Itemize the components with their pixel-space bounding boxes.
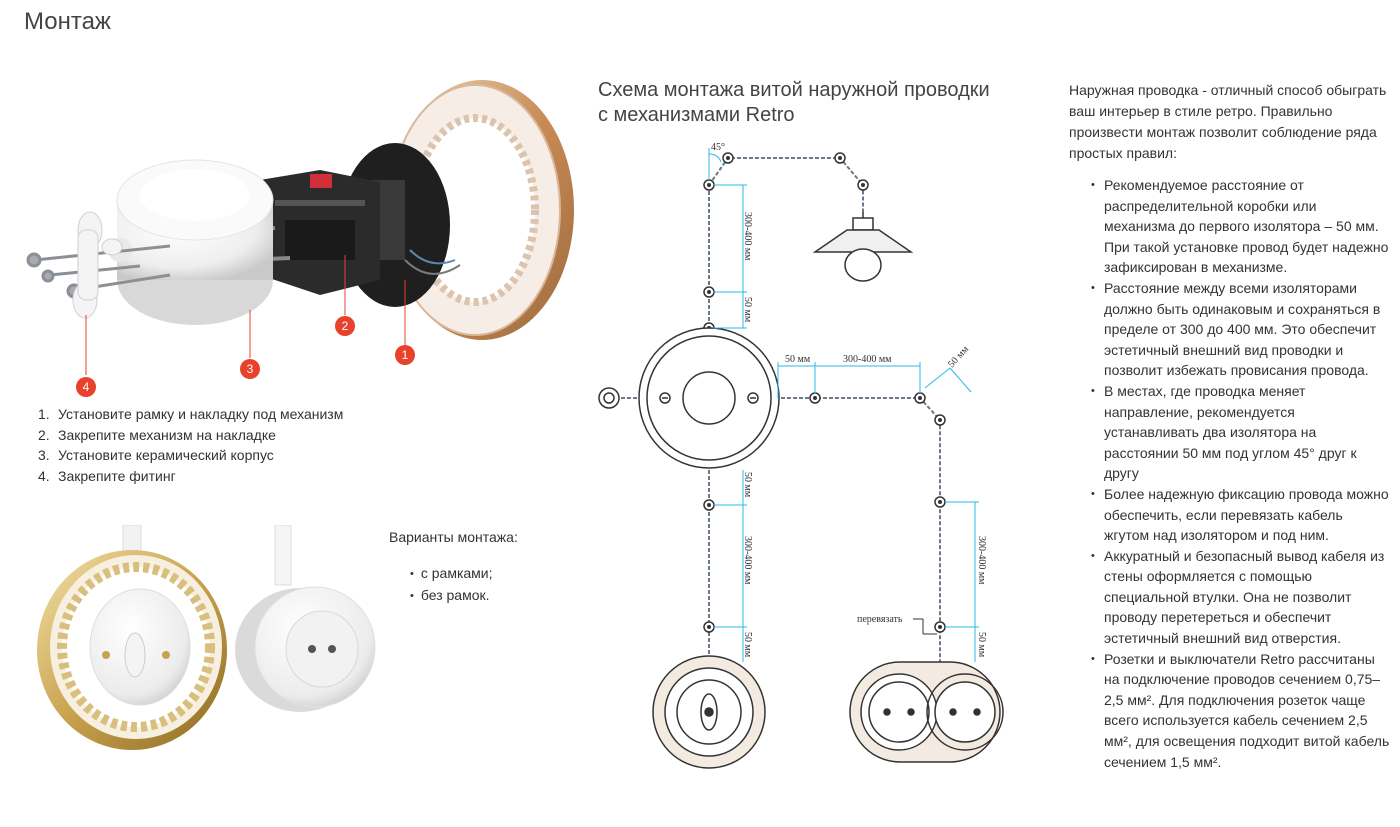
callout-badge-4: 4 (76, 377, 96, 397)
tie-label: перевязать (857, 614, 903, 625)
socket-without-frame (235, 586, 376, 712)
dimension-lines (708, 148, 979, 662)
dim-label-50: 50 мм (742, 632, 753, 658)
junction-box (638, 327, 780, 469)
list-item: без рамок. (410, 585, 493, 607)
switch-diagram (652, 655, 766, 769)
dim-label-300-400: 300-400 мм (976, 536, 987, 585)
list-item: 1.Установите рамку и накладку под механи… (38, 406, 344, 422)
dim-label-50: 50 мм (946, 343, 971, 370)
schema-title: Схема монтажа витой наружной проводки с … (598, 79, 990, 126)
rules-list: Рекомендуемое расстояние от распределите… (1091, 175, 1391, 772)
variants-title: Варианты монтажа: (389, 529, 518, 545)
list-item: Расстояние между всеми изоляторами должн… (1091, 278, 1391, 381)
callout-badge-1: 1 (395, 345, 415, 365)
dim-label-50: 50 мм (785, 354, 811, 365)
assembly-exploded-illustration (26, 80, 574, 375)
list-item: Розетки и выключатели Retro рассчитаны н… (1091, 649, 1391, 773)
list-item: 3.Установите керамический корпус (38, 447, 274, 463)
callout-badge-3: 3 (240, 359, 260, 379)
switch-with-frame (37, 550, 227, 750)
dim-label-300-400: 300-400 мм (742, 536, 753, 585)
angle-label: 45° (711, 142, 725, 153)
list-item: Более надежную фиксацию провода можно об… (1091, 484, 1391, 546)
double-socket-diagram (849, 661, 1004, 763)
list-item: В местах, где проводка меняет направлени… (1091, 381, 1391, 484)
list-item: 4.Закрепите фитинг (38, 467, 176, 484)
dim-label-300-400: 300-400 мм (843, 354, 892, 365)
wiring-diagram: 45° 300-400 мм 50 мм 50 мм 300-400 мм 50… (598, 142, 1004, 769)
variants-list: с рамками; без рамок. (410, 563, 493, 606)
intro-text: Наружная проводка - отличный способ обыг… (1069, 82, 1387, 161)
ceramic-body (108, 159, 274, 325)
ceiling-lamp (812, 212, 914, 282)
callout-badge-2: 2 (335, 316, 355, 336)
dim-label-50: 50 мм (742, 297, 753, 323)
list-item: Рекомендуемое расстояние от распределите… (1091, 175, 1391, 278)
cable-outlet-sleeve (598, 387, 620, 409)
list-item: 2.Закрепите механизм на накладке (38, 426, 276, 443)
dim-label-50: 50 мм (976, 632, 987, 658)
list-item: Аккуратный и безопасный вывод кабеля из … (1091, 546, 1391, 649)
assembly-steps-list: 1.Установите рамку и накладку под механи… (38, 404, 343, 486)
variant-product-photos (37, 525, 376, 750)
page-title: Монтаж (24, 8, 111, 35)
dim-label-50: 50 мм (742, 472, 753, 498)
dim-label-300-400: 300-400 мм (742, 212, 753, 261)
switch-fitting (72, 211, 123, 319)
list-item: с рамками; (410, 563, 493, 585)
